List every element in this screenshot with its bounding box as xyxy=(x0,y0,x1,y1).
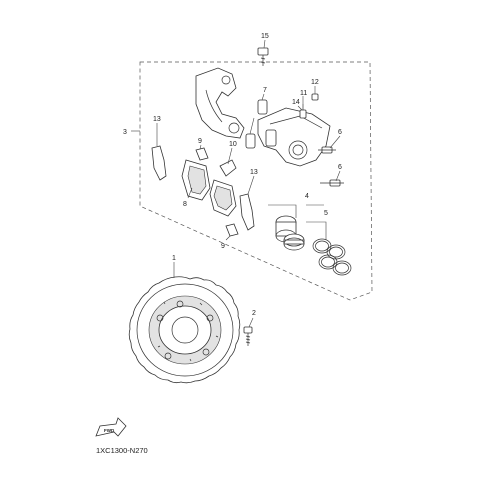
callout-14: 14 xyxy=(292,99,300,106)
pad-shim-left xyxy=(151,145,167,181)
piston-seals xyxy=(312,238,352,276)
pad-pins xyxy=(195,147,239,237)
fwd-label: FWD xyxy=(104,428,115,433)
fwd-arrow-badge: FWD xyxy=(95,417,127,437)
callout-4: 4 xyxy=(305,193,309,200)
callout-11: 11 xyxy=(300,90,307,97)
caliper-body xyxy=(257,107,331,167)
caliper-bolts xyxy=(318,146,344,187)
caliper-bracket xyxy=(195,67,245,139)
callout-15: 15 xyxy=(261,33,269,40)
diagram-code: 1XC1300-N270 xyxy=(96,446,148,455)
callout-7: 7 xyxy=(263,87,267,94)
leader-lines xyxy=(131,39,341,328)
callout-9-upper: 9 xyxy=(198,138,202,145)
callout-10: 10 xyxy=(229,141,237,148)
pistons xyxy=(275,215,305,251)
callout-13-lower: 13 xyxy=(250,169,258,176)
callout-6-upper: 6 xyxy=(338,129,342,136)
bleed-screw xyxy=(299,93,319,119)
callout-2: 2 xyxy=(252,310,256,317)
pad-shim-right xyxy=(239,193,255,231)
callout-12: 12 xyxy=(311,79,319,86)
callout-5: 5 xyxy=(324,210,328,217)
callout-6-lower: 6 xyxy=(338,164,342,171)
brake-pads xyxy=(181,159,237,217)
brake-disc xyxy=(128,276,241,384)
bracket-bolt xyxy=(257,47,269,66)
slide-pins xyxy=(245,99,268,149)
assembly-boundary xyxy=(139,61,373,301)
callout-3: 3 xyxy=(123,129,127,136)
callout-9-lower: 9 xyxy=(221,243,225,250)
callout-13-upper: 13 xyxy=(153,116,161,123)
disc-bolt xyxy=(243,326,253,346)
callout-8: 8 xyxy=(183,201,187,208)
callout-1: 1 xyxy=(172,255,176,262)
